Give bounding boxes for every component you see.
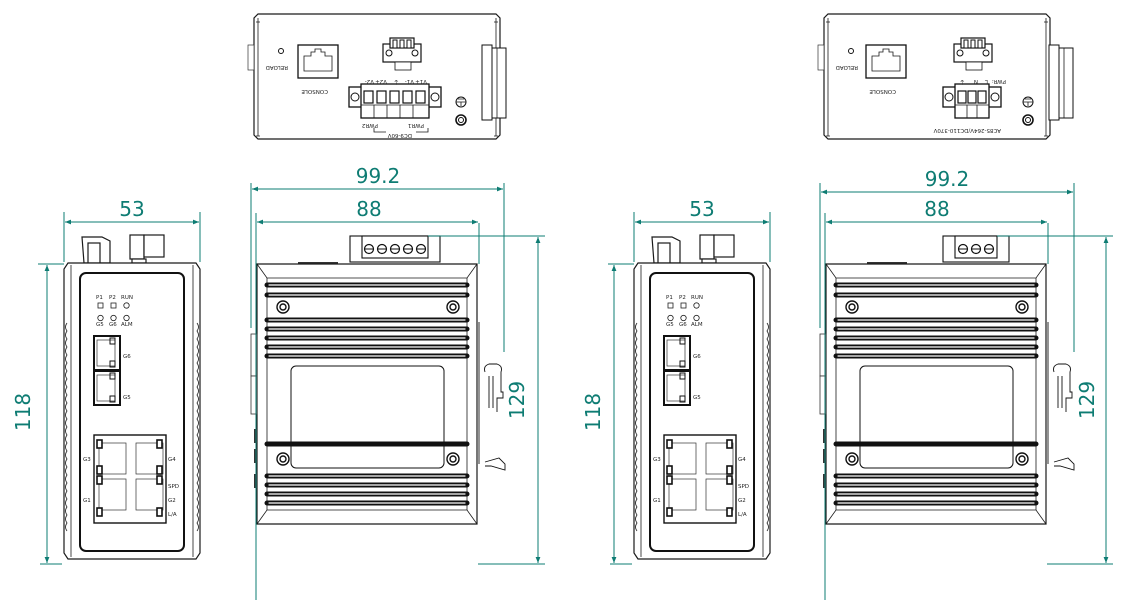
port-label-spd: SPD: [738, 484, 749, 490]
terminal-v1-minus: V1-: [405, 78, 414, 84]
reload-label: RELOAD: [836, 64, 858, 70]
voltage-label: DC9-60V: [387, 132, 412, 138]
terminal-ground: ⏚: [393, 78, 399, 85]
terminal-n: N: [974, 78, 978, 84]
dc-terminal-labels: V1+ V1- ⏚ V2+ V2-: [365, 78, 427, 85]
ac-led-labels: P1 P2 RUN G5 G6 ALM: [666, 295, 703, 328]
terminal-v2-minus: V2-: [365, 78, 374, 84]
pwr2-label: PWR2: [362, 122, 378, 128]
dim-width-53: 53: [119, 197, 144, 221]
dim-overall-width-99-2: 99.2: [356, 164, 401, 188]
led-label-p2: P2: [679, 295, 686, 301]
led-label-run: RUN: [121, 295, 133, 301]
dim-height-118: 118: [11, 393, 35, 431]
port-label-g4: G4: [738, 457, 746, 463]
sfp-label-g6: G6: [123, 354, 131, 360]
port-label-la: L/A: [738, 512, 747, 518]
led-label-p1: P1: [96, 295, 103, 301]
port-label-g4: G4: [168, 457, 176, 463]
port-label-g1: G1: [83, 498, 91, 504]
port-label-spd: SPD: [168, 484, 179, 490]
dim-height-118: 118: [581, 393, 605, 431]
ac-top-view: RELOAD CONSOLE PWR: L N ⏚ AC85-264V/DC11…: [817, 13, 1074, 140]
voltage-label: AC85-264V/DC110-370V: [933, 127, 1001, 133]
console-label: CONSOLE: [869, 88, 896, 94]
led-label-g6: G6: [109, 322, 117, 328]
port-label-g2: G2: [738, 498, 746, 504]
led-label-g5: G5: [666, 322, 674, 328]
reload-label: RELOAD: [266, 64, 288, 70]
led-label-g5: G5: [96, 322, 104, 328]
sfp-label-g6: G6: [693, 354, 701, 360]
dim-width-53: 53: [689, 197, 714, 221]
led-label-p2: P2: [109, 295, 116, 301]
terminal-v2-plus: V2+: [375, 78, 387, 84]
dc-led-labels: P1 P2 RUN G5 G6 ALM: [96, 295, 133, 328]
port-label-g1: G1: [653, 498, 661, 504]
ac-side-view: P1 P2 RUN G5 G6 ALM G6 G5 G3 G4 SPD G1 G…: [581, 197, 771, 565]
dc-front-view: 99.2 88 129: [251, 164, 545, 600]
sfp-label-g5: G5: [123, 395, 131, 401]
dim-body-width-88: 88: [356, 197, 381, 221]
dim-body-width-88: 88: [924, 197, 949, 221]
dim-total-height-129: 129: [505, 381, 529, 419]
ac-terminal-labels: PWR: L N ⏚: [959, 78, 1006, 85]
terminal-ground: ⏚: [959, 78, 965, 85]
terminal-pwr: PWR:: [992, 78, 1006, 84]
dim-overall-width-99-2: 99.2: [925, 167, 970, 191]
pwr1-label: PWR1: [408, 122, 424, 128]
led-label-g6: G6: [679, 322, 687, 328]
terminal-l: L: [984, 78, 988, 84]
dc-top-view: RELOAD CONSOLE V1+ V1- ⏚ V2+ V2- PWR1 PW…: [247, 13, 507, 140]
port-label-g3: G3: [653, 457, 661, 463]
ac-front-view: 99.2 88 129: [820, 167, 1113, 600]
port-label-g3: G3: [83, 457, 91, 463]
terminal-v1-plus: V1+: [415, 78, 427, 84]
led-label-run: RUN: [691, 295, 703, 301]
port-label-g2: G2: [168, 498, 176, 504]
led-label-alm: ALM: [691, 322, 703, 328]
console-label: CONSOLE: [301, 88, 328, 94]
dim-total-height-129: 129: [1075, 381, 1099, 419]
port-label-la: L/A: [168, 512, 177, 518]
sfp-label-g5: G5: [693, 395, 701, 401]
led-label-p1: P1: [666, 295, 673, 301]
led-label-alm: ALM: [121, 322, 133, 328]
dc-side-view: P1 P2 RUN G5 G6 ALM G6 G5 G3 G4 SPD G1 G…: [11, 197, 201, 565]
